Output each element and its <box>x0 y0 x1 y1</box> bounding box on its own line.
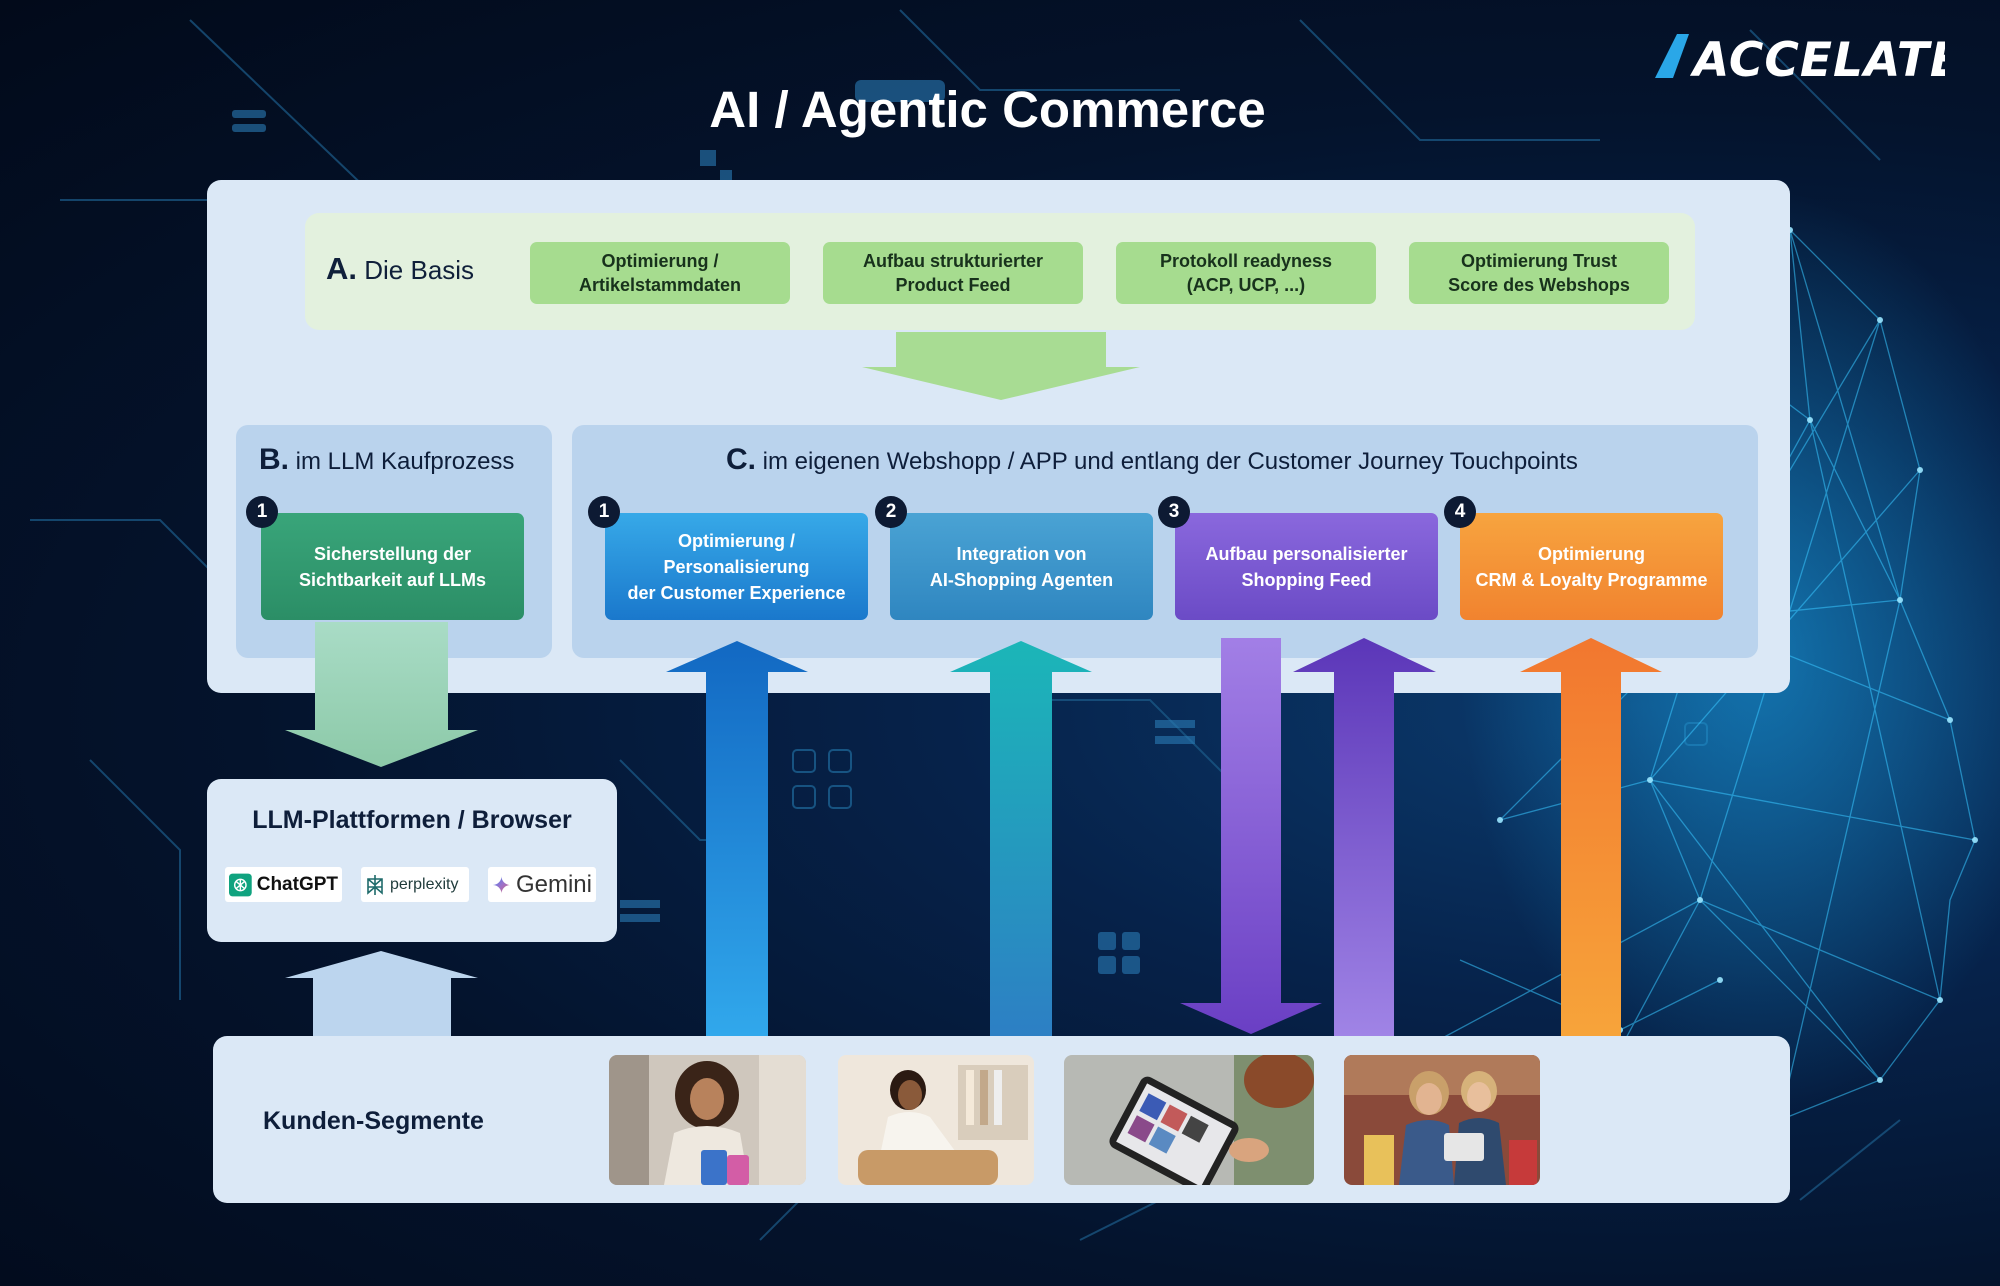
basis-item-artikelstammdaten: Optimierung / Artikelstammdaten <box>530 242 790 304</box>
perplexity-label: perplexity <box>390 875 459 893</box>
c1-up-arrow <box>666 641 808 1037</box>
c3-up-arrow <box>1293 638 1436 1037</box>
accelate-logo: ACCELATE <box>1655 33 1945 88</box>
llm-up-arrow <box>285 951 478 1037</box>
friends-shopping-with-tablet-photo <box>1344 1055 1540 1185</box>
woman-on-phone-in-boutique-photo <box>838 1055 1034 1185</box>
section-c-label: im eigenen Webshopp / APP und entlang de… <box>762 448 1578 475</box>
basis-item-trust-score: Optimierung Trust Score des Webshops <box>1409 242 1669 304</box>
kunden-segmente-title: Kunden-Segmente <box>263 1107 484 1135</box>
basis-item-product-feed: Aufbau strukturierter Product Feed <box>823 242 1083 304</box>
badge-c-3: 3 <box>1158 496 1190 528</box>
basis-letter: A. <box>326 251 357 286</box>
chatgpt-icon <box>229 873 252 896</box>
chatgpt-label: ChatGPT <box>256 873 338 895</box>
card-ai-shopping-agents: Integration von AI-Shopping Agenten <box>890 513 1153 620</box>
section-b-letter: B. <box>259 443 289 476</box>
c3-down-arrow <box>1180 638 1322 1034</box>
llm-platforms-box <box>207 779 617 942</box>
card-shopping-feed: Aufbau personalisierter Shopping Feed <box>1175 513 1438 620</box>
card-customer-experience: Optimierung / Personalisierung der Custo… <box>605 513 868 620</box>
section-b-label: im LLM Kaufprozess <box>295 448 515 475</box>
section-b-heading: B. im LLM Kaufprozess <box>259 443 514 477</box>
basis-item-protokoll: Protokoll readyness (ACP, UCP, ...) <box>1116 242 1376 304</box>
gemini-icon <box>492 875 511 894</box>
badge-c-4: 4 <box>1444 496 1476 528</box>
card-llm-visibility: Sicherstellung der Sichtbarkeit auf LLMs <box>261 513 524 620</box>
badge-c-2: 2 <box>875 496 907 528</box>
badge-c-1: 1 <box>588 496 620 528</box>
llm-platforms-title: LLM-Plattformen / Browser <box>252 806 572 834</box>
perplexity-icon <box>367 874 383 895</box>
c2-up-arrow <box>950 641 1092 1037</box>
badge-b-1: 1 <box>246 496 278 528</box>
c4-up-arrow <box>1520 638 1662 1037</box>
hand-holding-tablet-shopping-photo <box>1064 1055 1314 1185</box>
gemini-logo: Gemini <box>488 867 596 902</box>
basis-label: Die Basis <box>364 255 475 285</box>
gemini-label: Gemini <box>515 870 592 898</box>
chatgpt-logo: ChatGPT <box>225 867 342 902</box>
basis-heading: A. Die Basis <box>326 251 474 287</box>
page-title: AI / Agentic Commerce <box>709 81 1266 138</box>
section-c-heading: C. im eigenen Webshopp / APP und entlang… <box>726 443 1578 477</box>
llm-down-arrow <box>285 622 478 767</box>
perplexity-logo: perplexity <box>361 867 469 902</box>
card-crm-loyalty: Optimierung CRM & Loyalty Programme <box>1460 513 1723 620</box>
section-c-letter: C. <box>726 443 756 476</box>
woman-with-shopping-bags-photo <box>609 1055 806 1185</box>
logo-text: ACCELATE <box>1689 33 1945 88</box>
basis-down-arrow <box>862 332 1140 400</box>
